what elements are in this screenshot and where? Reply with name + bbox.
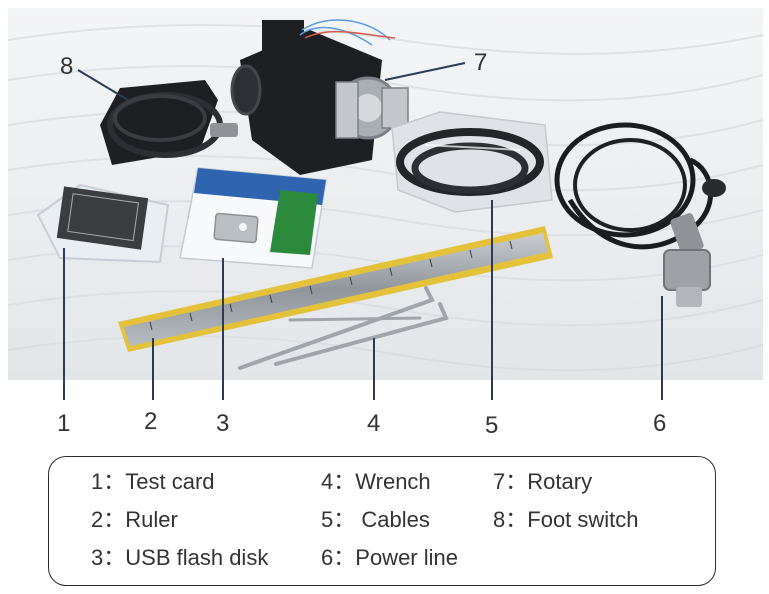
legend-separator: ： (505, 469, 528, 494)
legend-num: 5 (321, 507, 334, 532)
legend-label: Foot switch (527, 507, 639, 532)
ruler (118, 226, 553, 352)
legend-label: Ruler (125, 507, 178, 532)
legend-num: 6 (321, 545, 334, 570)
legend-separator: ： (333, 469, 356, 494)
legend-item-1: 1：Test card (91, 471, 215, 493)
legend-label: Test card (125, 469, 215, 494)
callout-7: 7 (474, 49, 488, 76)
callout-5: 5 (485, 412, 499, 439)
callout-6: 6 (653, 410, 667, 437)
legend-item-6: 6：Power line (321, 547, 458, 569)
rotary-attachment (230, 19, 409, 175)
legend-item-7: 7：Rotary (493, 471, 592, 493)
legend-num: 2 (91, 507, 104, 532)
legend-label: Rotary (527, 469, 593, 494)
legend-item-5: 5： Cables (321, 509, 430, 531)
legend-item-8: 8：Foot switch (493, 509, 639, 531)
power-line (554, 122, 726, 307)
foot-switch (100, 80, 238, 165)
callout-4: 4 (367, 410, 381, 437)
product-photo (7, 8, 764, 400)
leader-line-7 (384, 62, 466, 81)
callout-3: 3 (216, 410, 230, 437)
legend-num: 1 (91, 469, 104, 494)
legend-separator: ： (333, 545, 356, 570)
legend-num: 8 (493, 507, 506, 532)
hex-wrenches (238, 286, 449, 370)
legend-separator: ： (103, 469, 126, 494)
legend-label: Cables (355, 507, 430, 532)
legend-box: 1：Test card 2：Ruler 3：USB flash disk 4：W… (48, 456, 716, 586)
callout-8: 8 (60, 53, 74, 80)
legend-separator: ： (103, 545, 126, 570)
legend-item-2: 2：Ruler (91, 509, 178, 531)
usb-flash-disk (179, 167, 327, 269)
legend-num: 3 (91, 545, 104, 570)
callout-1: 1 (57, 410, 71, 437)
leader-lines (63, 62, 663, 400)
legend-label: USB flash disk (125, 545, 269, 570)
legend-separator: ： (333, 507, 356, 532)
legend-num: 4 (321, 469, 334, 494)
leader-line-8 (77, 69, 129, 101)
legend-separator: ： (505, 507, 528, 532)
legend-separator: ： (103, 507, 126, 532)
test-card-box (36, 183, 170, 264)
usb-cable-bag (391, 111, 553, 213)
legend-label: Power line (355, 545, 458, 570)
legend-item-4: 4：Wrench (321, 471, 431, 493)
legend-num: 7 (493, 469, 506, 494)
legend-label: Wrench (355, 469, 431, 494)
legend-item-3: 3：USB flash disk (91, 547, 268, 569)
callout-2: 2 (144, 408, 158, 435)
